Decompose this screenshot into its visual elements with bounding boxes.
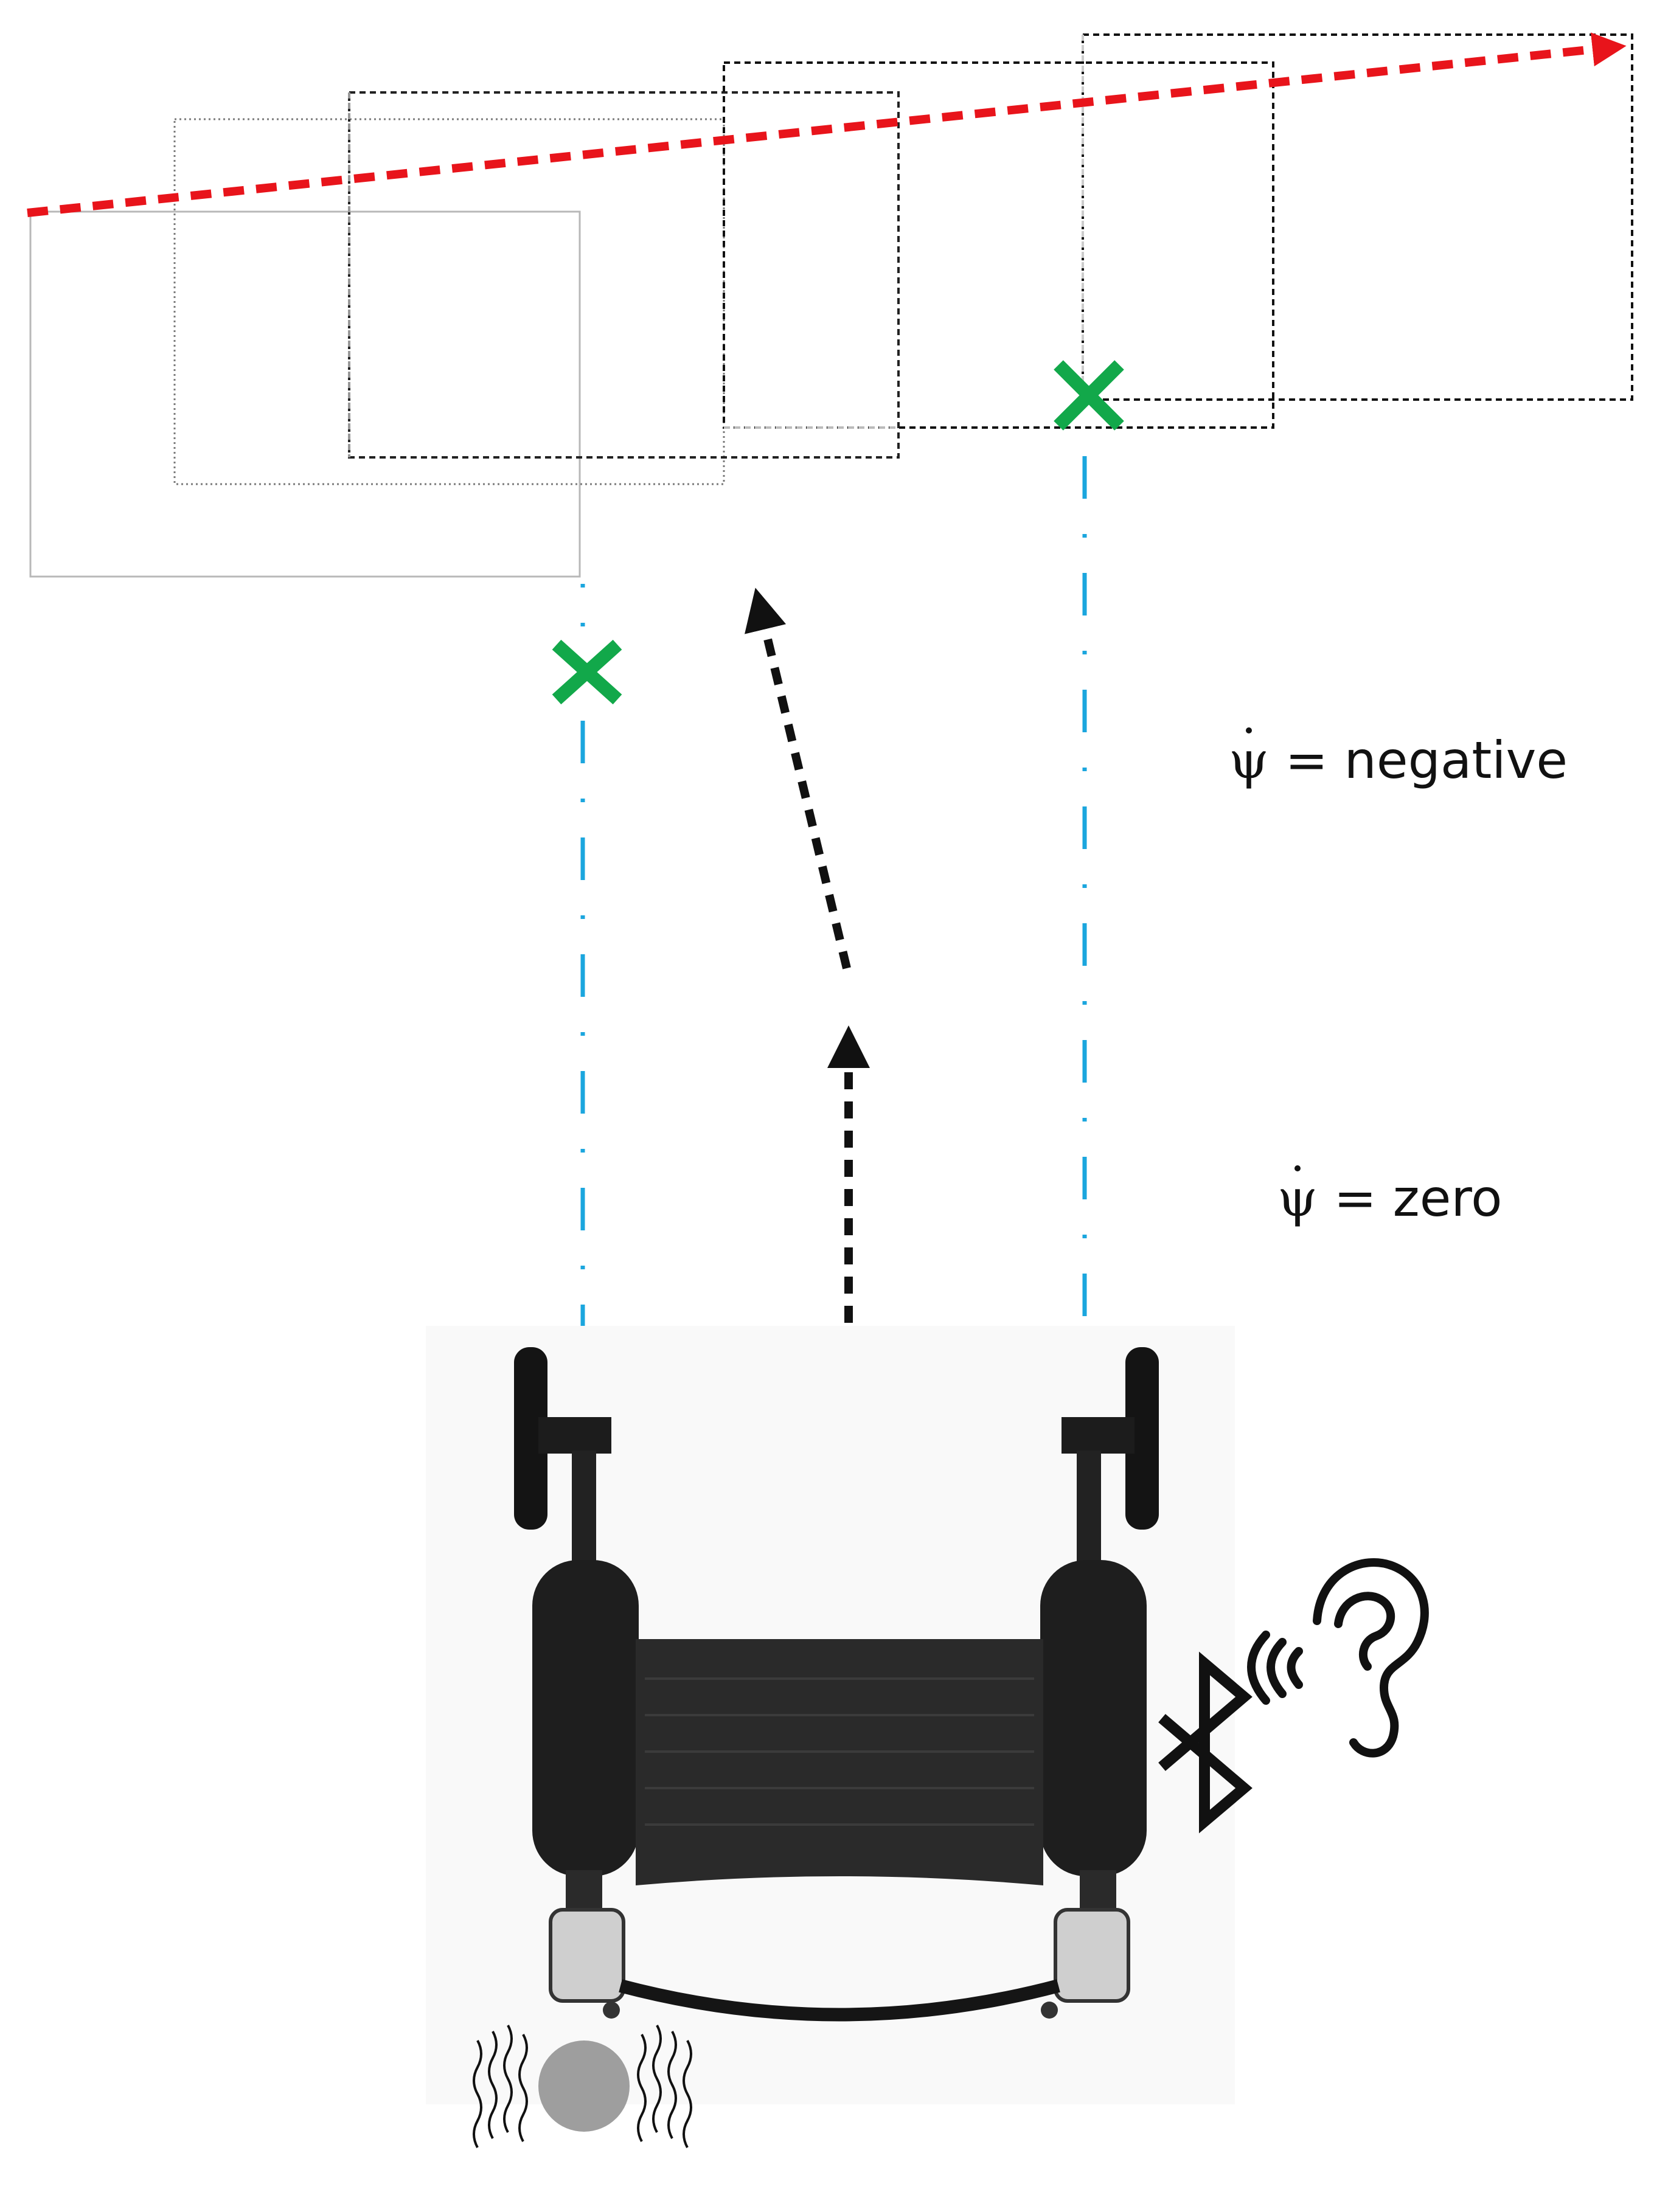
target-marker-right bbox=[1054, 360, 1124, 431]
wheelchair-top-view bbox=[426, 1326, 1235, 2104]
bluetooth-icon bbox=[1158, 1651, 1253, 1834]
trajectory-arrow bbox=[27, 32, 1627, 217]
psi-dot-symbol: ψ bbox=[1277, 1165, 1318, 1228]
camera-frame-5 bbox=[1082, 33, 1633, 401]
ear-sound-icon bbox=[1247, 1558, 1429, 1758]
heading-arrow-turning bbox=[745, 588, 851, 969]
camera-frame-2 bbox=[173, 118, 725, 485]
psi-dot-symbol: ψ bbox=[1229, 727, 1269, 790]
yaw-rate-negative-text: = negative bbox=[1285, 730, 1568, 790]
vibrating-ball-icon bbox=[473, 2025, 692, 2148]
yaw-rate-zero-label: ψ = zero bbox=[1277, 1165, 1503, 1228]
yaw-rate-zero-text: = zero bbox=[1333, 1168, 1503, 1228]
camera-frames bbox=[29, 33, 1633, 578]
camera-frame-4 bbox=[723, 61, 1274, 429]
yaw-rate-negative-label: ψ = negative bbox=[1229, 727, 1568, 790]
camera-frame-3 bbox=[348, 91, 900, 459]
target-marker-left bbox=[552, 639, 622, 705]
camera-frame-1 bbox=[29, 210, 581, 578]
